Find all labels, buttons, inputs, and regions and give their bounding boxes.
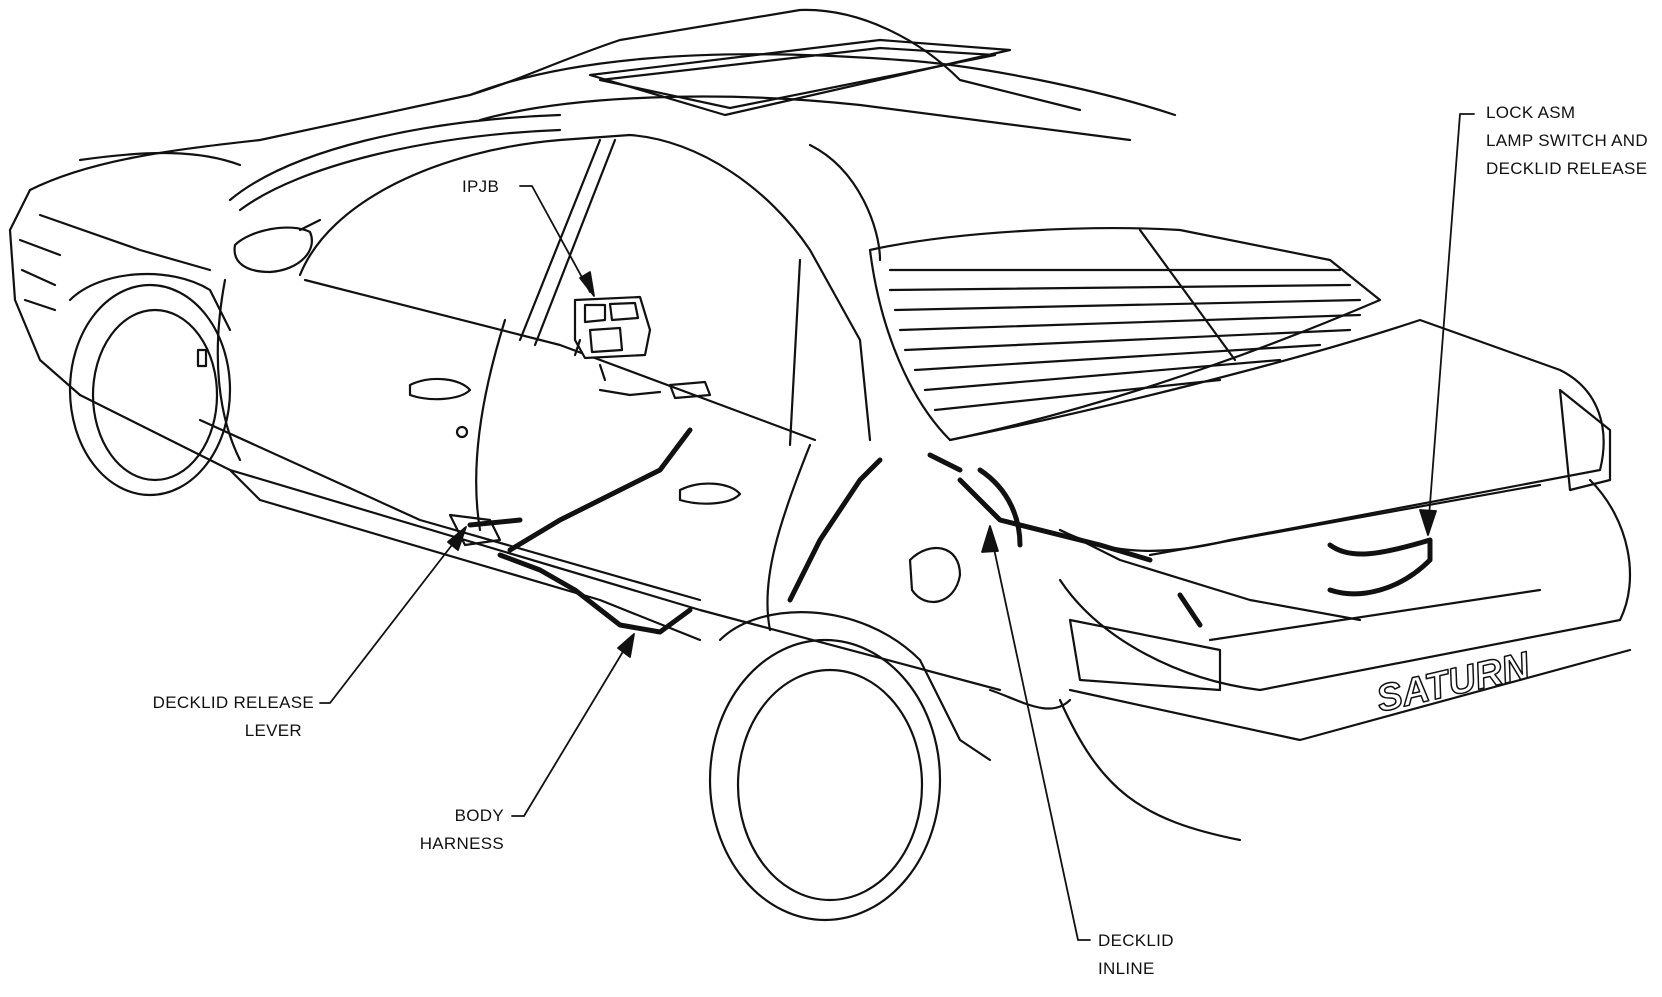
label-decklid-inline-line1: DECKLID: [1098, 931, 1174, 950]
front-wheel: [68, 272, 232, 497]
saturn-badge-text: SATURN: [1373, 645, 1535, 721]
label-lock-asm-line3: DECKLID RELEASE: [1486, 159, 1648, 178]
saturn-badge: SATURN: [1372, 644, 1536, 722]
label-decklid-release-lever-line2: LEVER: [244, 721, 302, 740]
label-lock-asm-line1: LOCK ASM: [1486, 103, 1576, 122]
label-body-harness-line2: HARNESS: [419, 834, 504, 853]
label-lock-asm-line2: LAMP SWITCH AND: [1486, 131, 1648, 150]
body-harness-wire: [467, 427, 1433, 635]
callout-leaders: [319, 113, 1475, 941]
car-body-outline: [8, 8, 1632, 842]
label-body-harness-line1: BODY: [454, 806, 504, 825]
ipjb-junction-box: [573, 295, 712, 400]
rear-wheel: [708, 611, 992, 922]
label-decklid-inline-line2: INLINE: [1098, 959, 1155, 978]
label-decklid-release-lever-line1: DECKLID RELEASE: [152, 693, 314, 712]
label-ipjb: IPJB: [462, 177, 500, 196]
